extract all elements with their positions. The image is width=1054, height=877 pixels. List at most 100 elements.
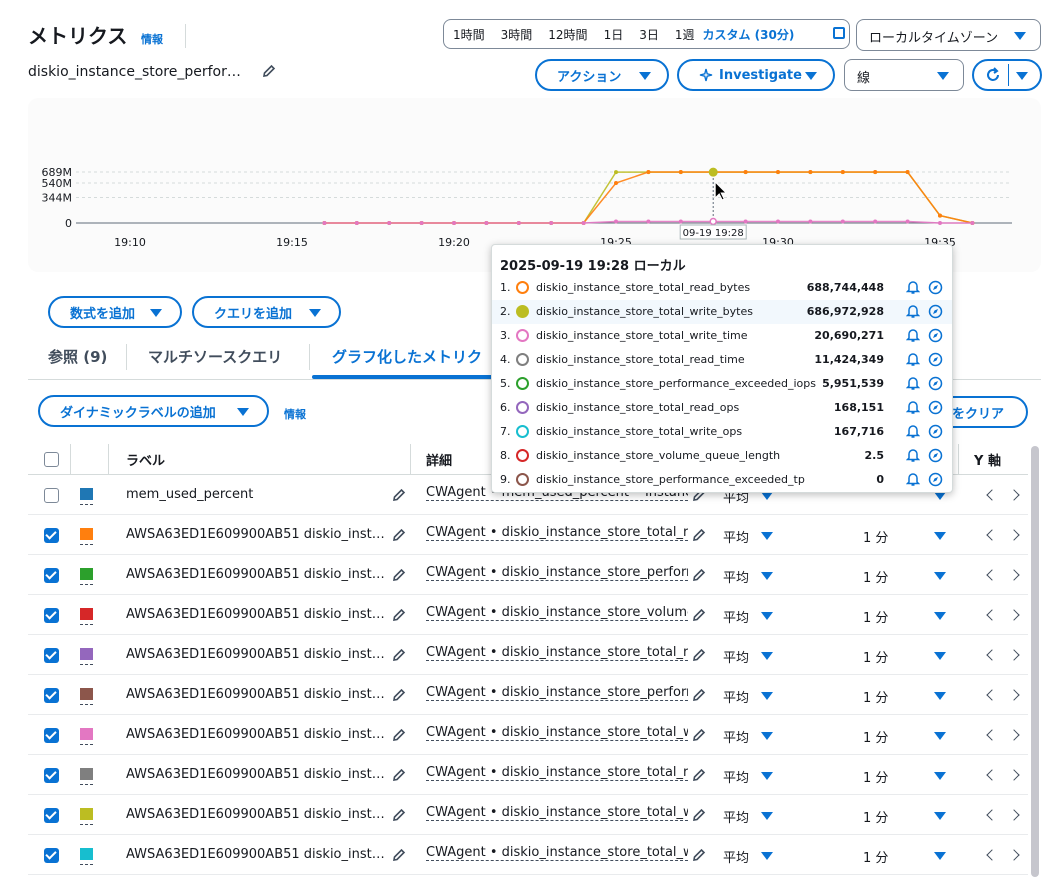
row-checkbox[interactable] xyxy=(44,648,59,663)
color-swatch[interactable] xyxy=(80,488,93,500)
row-period[interactable]: 1 分 xyxy=(863,771,889,786)
color-swatch[interactable] xyxy=(80,528,93,540)
color-swatch[interactable] xyxy=(80,648,93,660)
row-period[interactable]: 1 分 xyxy=(863,811,889,826)
vertical-scrollbar[interactable] xyxy=(1031,446,1039,877)
chevron-right-icon[interactable] xyxy=(1008,729,1020,741)
row-statistic[interactable]: 平均 xyxy=(723,571,750,586)
chevron-right-icon[interactable] xyxy=(1008,569,1020,581)
pencil-icon[interactable] xyxy=(692,648,706,662)
time-option-1d[interactable]: 1日 xyxy=(603,27,624,42)
chevron-left-icon[interactable] xyxy=(986,489,998,501)
compass-icon[interactable] xyxy=(928,376,943,391)
statistic-chevron-down-icon[interactable] xyxy=(761,692,773,700)
pencil-icon[interactable] xyxy=(692,808,706,822)
row-checkbox[interactable] xyxy=(44,848,59,863)
compass-icon[interactable] xyxy=(928,304,943,319)
chevron-left-icon[interactable] xyxy=(986,849,998,861)
actions-button[interactable]: アクション xyxy=(535,59,669,91)
row-statistic[interactable]: 平均 xyxy=(723,611,750,626)
period-chevron-down-icon[interactable] xyxy=(934,492,946,500)
row-checkbox[interactable] xyxy=(44,688,59,703)
bell-icon[interactable] xyxy=(906,304,920,319)
compass-icon[interactable] xyxy=(928,472,943,487)
statistic-chevron-down-icon[interactable] xyxy=(761,812,773,820)
color-swatch[interactable] xyxy=(80,848,93,860)
investigate-button[interactable]: Investigate xyxy=(677,59,835,91)
row-detail[interactable]: CWAgent • diskio_instance_store_total_w xyxy=(426,725,688,741)
bell-icon[interactable] xyxy=(906,400,920,415)
pencil-icon[interactable] xyxy=(692,768,706,782)
pencil-icon[interactable] xyxy=(392,568,406,582)
dynamic-label-info-link[interactable]: 情報 xyxy=(284,408,306,421)
pencil-icon[interactable] xyxy=(392,688,406,702)
chevron-right-icon[interactable] xyxy=(1008,809,1020,821)
info-link[interactable]: 情報 xyxy=(141,33,163,46)
color-swatch[interactable] xyxy=(80,768,93,780)
color-swatch[interactable] xyxy=(80,728,93,740)
compass-icon[interactable] xyxy=(928,400,943,415)
label-column-header[interactable]: ラベル xyxy=(126,454,166,469)
chevron-right-icon[interactable] xyxy=(1008,529,1020,541)
statistic-chevron-down-icon[interactable] xyxy=(761,732,773,740)
row-statistic[interactable]: 平均 xyxy=(723,731,750,746)
refresh-icon[interactable] xyxy=(984,66,1002,84)
row-statistic[interactable]: 平均 xyxy=(723,771,750,786)
pencil-icon[interactable] xyxy=(692,728,706,742)
period-chevron-down-icon[interactable] xyxy=(934,692,946,700)
detail-column-header[interactable]: 詳細 xyxy=(426,454,453,469)
row-statistic[interactable]: 平均 xyxy=(723,651,750,666)
row-period[interactable]: 1 分 xyxy=(863,611,889,626)
row-checkbox[interactable] xyxy=(44,768,59,783)
chevron-left-icon[interactable] xyxy=(986,769,998,781)
row-statistic[interactable]: 平均 xyxy=(723,851,750,866)
time-option-custom[interactable]: カスタム (30分) xyxy=(702,27,795,42)
row-detail[interactable]: CWAgent • diskio_instance_store_volume xyxy=(426,605,688,621)
pencil-icon[interactable] xyxy=(392,608,406,622)
pencil-icon[interactable] xyxy=(692,528,706,542)
row-checkbox[interactable] xyxy=(44,528,59,543)
pencil-icon[interactable] xyxy=(692,608,706,622)
period-chevron-down-icon[interactable] xyxy=(934,612,946,620)
compass-icon[interactable] xyxy=(928,280,943,295)
row-detail[interactable]: CWAgent • diskio_instance_store_total_re xyxy=(426,525,688,541)
chevron-left-icon[interactable] xyxy=(986,649,998,661)
row-checkbox[interactable] xyxy=(44,608,59,623)
clear-button[interactable]: をクリア xyxy=(930,396,1028,428)
chevron-right-icon[interactable] xyxy=(1008,609,1020,621)
chevron-right-icon[interactable] xyxy=(1008,689,1020,701)
bell-icon[interactable] xyxy=(906,376,920,391)
time-option-1h[interactable]: 1時間 xyxy=(453,27,485,42)
time-option-12h[interactable]: 12時間 xyxy=(548,27,588,42)
pencil-icon[interactable] xyxy=(392,768,406,782)
tab-browse[interactable]: 参照 (9) xyxy=(48,348,108,366)
color-swatch[interactable] xyxy=(80,808,93,820)
chevron-right-icon[interactable] xyxy=(1008,769,1020,781)
tab-multi-source-query[interactable]: マルチソースクエリ xyxy=(148,348,283,366)
add-dynamic-label-button[interactable]: ダイナミックラベルの追加 xyxy=(38,395,269,427)
period-chevron-down-icon[interactable] xyxy=(934,852,946,860)
chevron-right-icon[interactable] xyxy=(1008,489,1020,501)
statistic-chevron-down-icon[interactable] xyxy=(761,852,773,860)
select-all-checkbox[interactable] xyxy=(44,452,59,467)
time-option-3d[interactable]: 3日 xyxy=(639,27,659,42)
add-math-button[interactable]: 数式を追加 xyxy=(48,296,182,328)
refresh-options-chevron-icon[interactable] xyxy=(1016,72,1028,80)
statistic-chevron-down-icon[interactable] xyxy=(761,532,773,540)
pencil-icon[interactable] xyxy=(692,568,706,582)
calendar-icon[interactable] xyxy=(833,27,845,39)
chevron-left-icon[interactable] xyxy=(986,689,998,701)
row-statistic[interactable]: 平均 xyxy=(723,691,750,706)
statistic-chevron-down-icon[interactable] xyxy=(761,772,773,780)
chevron-left-icon[interactable] xyxy=(986,609,998,621)
period-chevron-down-icon[interactable] xyxy=(934,532,946,540)
compass-icon[interactable] xyxy=(928,448,943,463)
pencil-icon[interactable] xyxy=(692,688,706,702)
period-chevron-down-icon[interactable] xyxy=(934,732,946,740)
row-detail[interactable]: CWAgent • diskio_instance_store_total_w xyxy=(426,805,688,821)
bell-icon[interactable] xyxy=(906,352,920,367)
statistic-chevron-down-icon[interactable] xyxy=(761,492,773,500)
bell-icon[interactable] xyxy=(906,448,920,463)
time-option-1w[interactable]: 1週 xyxy=(674,27,695,42)
